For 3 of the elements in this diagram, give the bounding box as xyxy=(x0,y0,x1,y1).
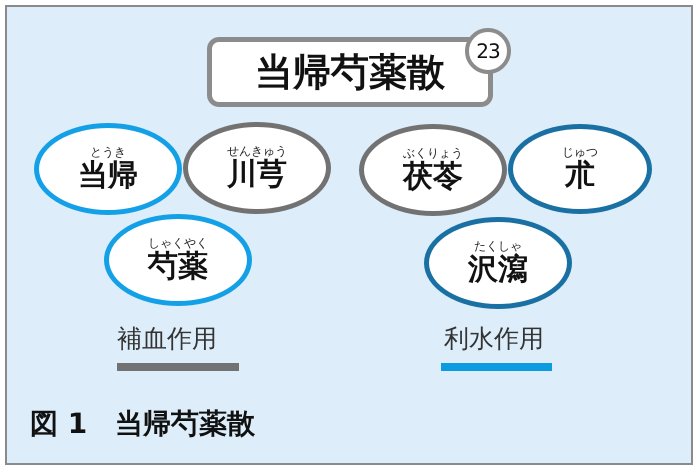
caption: 図 1 当帰芍薬散 xyxy=(30,406,256,442)
legend-label: 補血作用 xyxy=(117,323,217,355)
legend-label: 利水作用 xyxy=(444,323,544,355)
